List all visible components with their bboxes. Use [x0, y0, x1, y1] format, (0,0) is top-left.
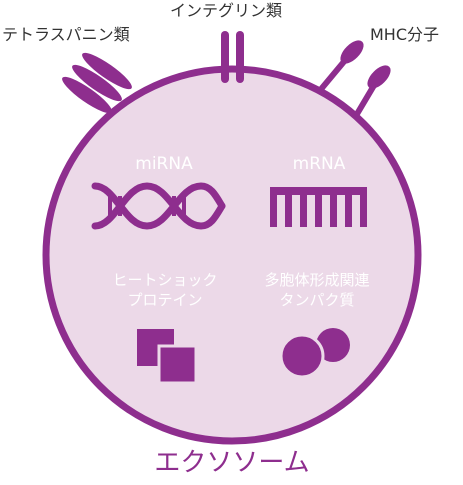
- tetraspanin-icon: [62, 52, 132, 114]
- exosome-title: エクソソーム: [154, 448, 310, 478]
- stacked-squares-icon: [137, 329, 198, 385]
- hsp-label: ヒートショック プロテイン: [70, 270, 260, 310]
- multivesicular-label: 多胞体形成関連 タンパク質: [222, 270, 412, 310]
- exosome-membrane: [42, 65, 422, 445]
- mhc-label: MHC分子: [370, 25, 440, 44]
- tetraspanin-label: テトラスパニン類: [2, 25, 130, 44]
- integrin-label: インテグリン類: [170, 1, 283, 20]
- mirna-label: miRNA: [135, 154, 193, 174]
- overlapping-circles-icon: [279, 328, 350, 379]
- multivesicular-label-line1: 多胞体形成関連: [264, 271, 370, 289]
- comb-strand-icon: [270, 187, 367, 227]
- hsp-label-line2: プロテイン: [127, 291, 203, 309]
- hsp-label-line1: ヒートショック: [112, 271, 218, 289]
- double-helix-icon: [91, 182, 226, 230]
- mrna-label: mRNA: [292, 154, 346, 174]
- multivesicular-label-line2: タンパク質: [279, 291, 355, 309]
- integrin-icon: [221, 31, 244, 83]
- mhc-molecule-icon: [319, 40, 391, 117]
